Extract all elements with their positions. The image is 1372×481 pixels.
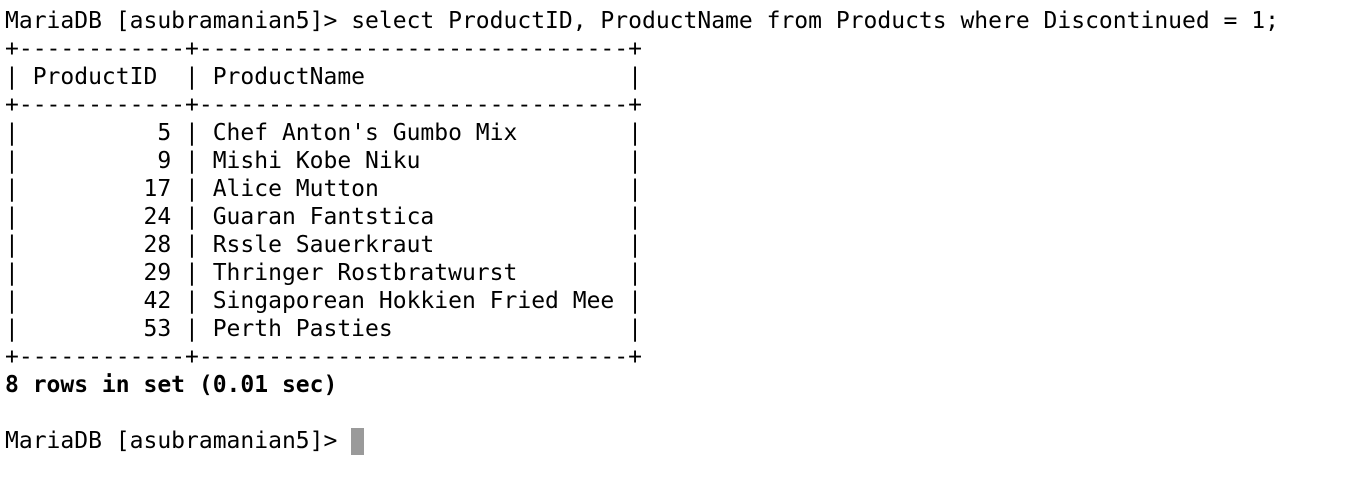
sql-command: select ProductID, ProductName from Produ… (351, 8, 1279, 34)
blank-line (5, 399, 1372, 427)
table-row: | 24 | Guaran Fantstica | (5, 204, 642, 230)
table-row: | 53 | Perth Pasties | (5, 316, 642, 342)
prompt: MariaDB [asubramanian5]> (5, 428, 352, 454)
command-line: MariaDB [asubramanian5]> select ProductI… (5, 7, 1372, 35)
table-row: | 5 | Chef Anton's Gumbo Mix | (5, 120, 642, 146)
table-row: | 28 | Rssle Sauerkraut | (5, 232, 642, 258)
input-line[interactable]: MariaDB [asubramanian5]> (5, 427, 1372, 455)
text-cursor[interactable] (351, 428, 365, 455)
table-border-top: +------------+--------------------------… (5, 36, 642, 62)
table-border-header: +------------+--------------------------… (5, 92, 642, 118)
table-border-bottom: +------------+--------------------------… (5, 344, 642, 370)
prompt: MariaDB [asubramanian5]> (5, 8, 352, 34)
table-row: | 42 | Singaporean Hokkien Fried Mee | (5, 288, 642, 314)
table-row: | 29 | Thringer Rostbratwurst | (5, 260, 642, 286)
result-table: +------------+--------------------------… (5, 35, 1372, 371)
table-header: | ProductID | ProductName | (5, 64, 642, 90)
result-summary: 8 rows in set (0.01 sec) (5, 372, 338, 398)
table-row: | 17 | Alice Mutton | (5, 176, 642, 202)
table-row: | 9 | Mishi Kobe Niku | (5, 148, 642, 174)
